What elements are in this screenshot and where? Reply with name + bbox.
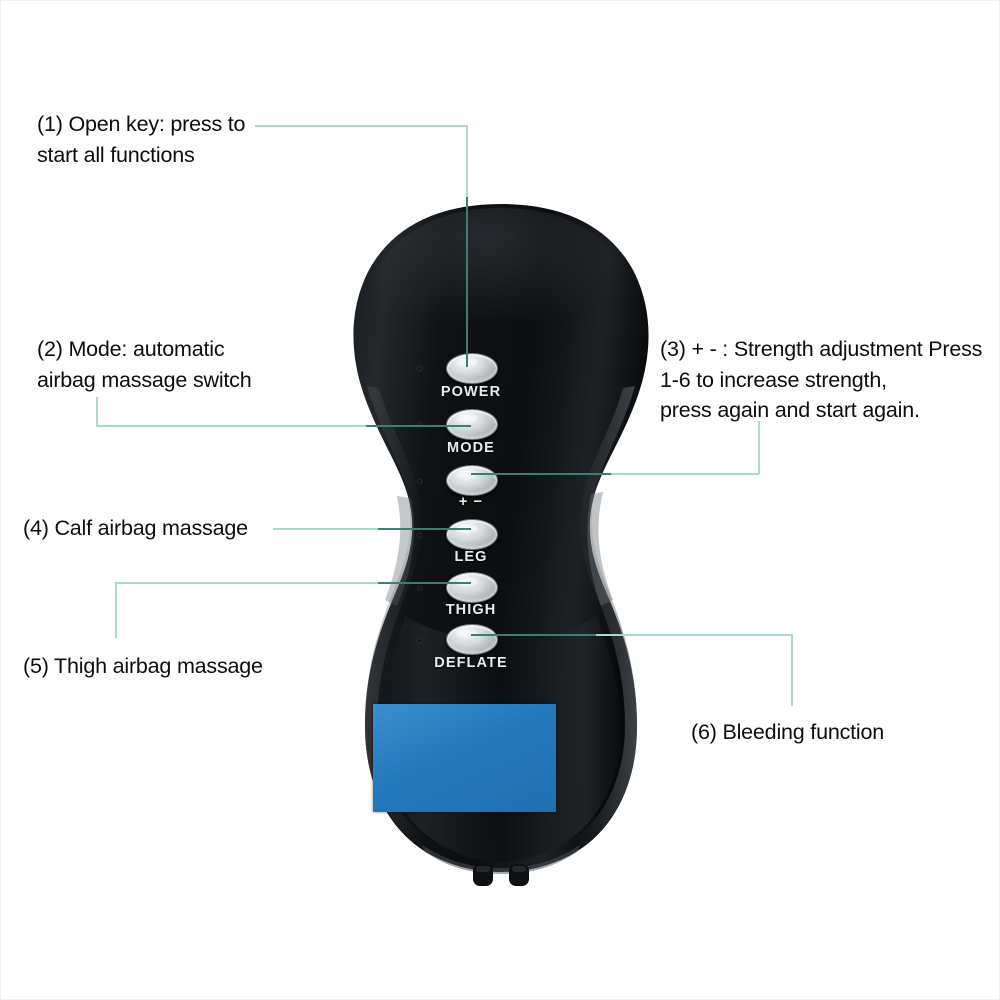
leader-line-2-horizontal-white [96,425,366,427]
strength-button[interactable] [446,465,498,496]
strength-button-label: + − [458,494,484,510]
leader-line-2-horizontal-device [366,425,471,427]
led-indicator-mode [417,422,422,427]
callout-3-strength: (3) + - : Strength adjustment Press 1-6 … [660,337,983,423]
leader-line-6-horizontal-device [471,634,596,636]
leader-line-6-vertical [791,634,793,706]
leader-line-5-vertical [115,583,117,638]
mode-button-label: MODE [447,440,495,456]
thigh-button-label: THIGH [445,602,497,618]
thigh-button[interactable] [446,572,498,603]
leader-line-5-horizontal-device [378,582,471,584]
leader-line-3-horizontal-device [471,473,611,475]
leader-line-1-vertical-white [466,125,468,197]
callout-1-open-key: (1) Open key: press to start all functio… [37,112,246,167]
leader-line-3-vertical [758,421,760,474]
led-indicator-strength [417,479,422,484]
led-indicator-deflate [417,638,422,643]
mode-button[interactable] [446,409,498,440]
lcd-screen[interactable] [373,704,556,812]
leader-line-5-horizontal-white [115,582,378,584]
leg-button-label: LEG [454,549,488,565]
leader-line-1-vertical-device [466,197,468,367]
deflate-button[interactable] [446,624,498,655]
deflate-button-label: DEFLATE [434,655,508,671]
led-indicator-power [417,366,422,371]
power-button-label: POWER [440,384,502,400]
leader-line-3-horizontal-white [610,473,759,475]
leader-line-4-horizontal-device [378,528,471,530]
led-indicator-leg [417,533,422,538]
leader-line-2-vertical [96,397,98,426]
leader-line-1-horizontal [255,125,467,127]
leader-line-6-horizontal-white [596,634,792,636]
callout-2-mode: (2) Mode: automatic airbag massage switc… [37,337,252,392]
led-indicator-thigh [417,586,422,591]
leader-line-4-horizontal-white [273,528,378,530]
leg-button[interactable] [446,519,498,550]
callout-6-bleeding: (6) Bleeding function [691,720,885,744]
callout-5-thigh: (5) Thigh airbag massage [23,654,263,678]
power-button[interactable] [446,353,498,384]
callout-4-calf: (4) Calf airbag massage [23,516,248,540]
